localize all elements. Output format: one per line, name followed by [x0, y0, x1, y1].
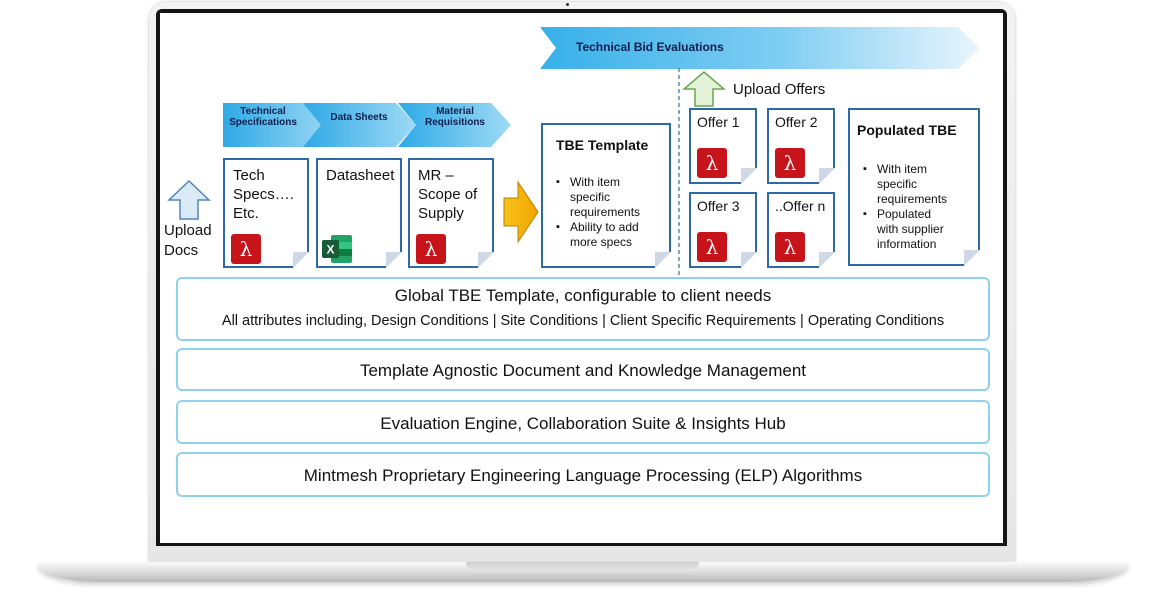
- doc-fold: [655, 252, 671, 268]
- upload-docs-label-line: Upload: [164, 222, 212, 239]
- offer-card-3: Offer 3 λ: [689, 192, 757, 268]
- offer-label: Offer 1: [697, 114, 740, 130]
- populated-tbe-bullets: With item specific requirements Populate…: [863, 162, 975, 252]
- excel-icon: X: [322, 235, 352, 263]
- process-arrow-icon: [503, 180, 539, 244]
- laptop-base: [38, 562, 1128, 582]
- chevron-label-technical-specifications: Technical Specifications: [229, 106, 297, 128]
- layer-global-tbe-template: Global TBE Template, configurable to cli…: [176, 277, 990, 341]
- banner-arrow: [540, 27, 980, 69]
- pdf-icon: λ: [231, 234, 261, 264]
- offer-card-n: ..Offer n λ: [767, 192, 835, 268]
- chevron-technical-specifications: [223, 103, 336, 147]
- offer-card-2: Offer 2 λ: [767, 108, 835, 184]
- layer-evaluation-engine: Evaluation Engine, Collaboration Suite &…: [176, 400, 990, 444]
- doc-tech-specs-text: Tech Specs…. Etc.: [233, 166, 294, 223]
- layer-title: Evaluation Engine, Collaboration Suite &…: [380, 414, 786, 433]
- chevron-material-requisitions: [398, 103, 511, 147]
- bullet-line: information: [877, 237, 937, 251]
- tbe-template-card: TBE Template With item specific requirem…: [541, 123, 671, 268]
- doc-fold: [819, 252, 835, 268]
- populated-tbe-card: Populated TBE With item specific require…: [848, 108, 980, 266]
- offer-card-1: Offer 1 λ: [689, 108, 757, 184]
- tbe-template-bullet: Ability to add more specs: [556, 220, 668, 250]
- banner-label: Technical Bid Evaluations: [576, 40, 724, 54]
- layer-elp-algorithms: Mintmesh Proprietary Engineering Languag…: [176, 452, 990, 497]
- bullet-line: specific: [877, 177, 918, 191]
- doc-fold: [293, 252, 309, 268]
- bullet-line: specific: [570, 190, 611, 204]
- pdf-icon: λ: [775, 232, 805, 262]
- populated-tbe-bullet: Populated with supplier information: [863, 207, 975, 252]
- tbe-template-bullet: With item specific requirements: [556, 175, 668, 220]
- doc-mr-scope-text: MR – Scope of Supply: [418, 166, 477, 223]
- tbe-template-title: TBE Template: [556, 137, 649, 153]
- bullet-line: with supplier: [877, 222, 944, 236]
- bullet-line: more specs: [570, 235, 633, 249]
- doc-line: Supply: [418, 205, 464, 222]
- upload-offers-arrow-icon: [682, 71, 726, 107]
- bullet-line: With item: [570, 175, 621, 189]
- doc-line: Scope of: [418, 186, 478, 203]
- bullet-line: requirements: [570, 205, 641, 219]
- laptop-hinge-notch: [466, 562, 699, 571]
- offer-label: Offer 3: [697, 198, 740, 214]
- populated-tbe-title: Populated TBE: [857, 122, 957, 138]
- doc-line: MR –: [418, 167, 454, 184]
- chevron-data-sheets: [303, 103, 416, 147]
- doc-line: Specs….: [233, 186, 294, 203]
- populated-tbe-bullet: With item specific requirements: [863, 162, 975, 207]
- offer-label: Offer 2: [775, 114, 818, 130]
- bullet-line: requirements: [877, 192, 948, 206]
- pdf-icon: λ: [697, 148, 727, 178]
- webcam-dot: [566, 3, 569, 6]
- offer-label: ..Offer n: [775, 198, 826, 214]
- doc-mr-scope: MR – Scope of Supply λ: [408, 158, 494, 268]
- doc-tech-specs: Tech Specs…. Etc. λ: [223, 158, 309, 268]
- bullet-line: Ability to add: [570, 220, 639, 234]
- doc-fold: [741, 252, 757, 268]
- doc-fold: [964, 250, 980, 266]
- layer-title: Template Agnostic Document and Knowledge…: [359, 361, 807, 380]
- layer-title: Global TBE Template, configurable to cli…: [394, 286, 772, 305]
- doc-datasheet: Datasheet X: [316, 158, 402, 268]
- layer-subtitle: All attributes including, Design Conditi…: [221, 313, 945, 329]
- doc-line: Etc.: [233, 205, 259, 222]
- upload-docs-label: Upload Docs: [164, 221, 212, 261]
- upload-docs-arrow-icon: [167, 180, 211, 220]
- bullet-line: Populated: [877, 207, 932, 221]
- bullet-line: With item: [877, 162, 928, 176]
- chevron-label-data-sheets: Data Sheets: [330, 112, 388, 123]
- layer-title: Mintmesh Proprietary Engineering Languag…: [303, 466, 863, 485]
- upload-offers-label: Upload Offers: [733, 81, 826, 98]
- doc-fold: [386, 252, 402, 268]
- pdf-icon: λ: [775, 148, 805, 178]
- doc-fold: [478, 252, 494, 268]
- svg-text:X: X: [326, 243, 334, 257]
- doc-line: Datasheet: [326, 167, 395, 184]
- doc-fold: [819, 168, 835, 184]
- layer-document-knowledge-management: Template Agnostic Document and Knowledge…: [176, 348, 990, 391]
- tbe-template-bullets: With item specific requirements Ability …: [556, 175, 668, 250]
- pdf-icon: λ: [697, 232, 727, 262]
- pdf-icon: λ: [416, 234, 446, 264]
- doc-datasheet-text: Datasheet: [326, 166, 394, 185]
- chevron-label-material-requisitions: Material Requisitions: [424, 106, 485, 128]
- upload-docs-label-line: Docs: [164, 242, 199, 259]
- doc-line: Tech: [233, 167, 265, 184]
- doc-fold: [741, 168, 757, 184]
